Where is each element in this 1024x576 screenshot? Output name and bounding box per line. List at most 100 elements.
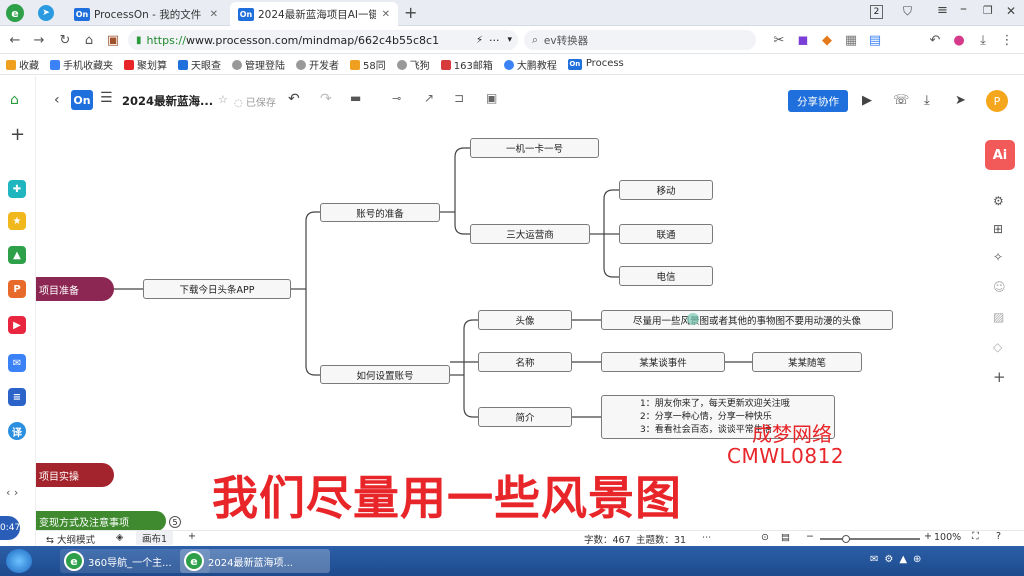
more-icon[interactable]: ⋯ [702, 532, 712, 543]
close-icon[interactable]: ✕ [381, 8, 390, 20]
favorite-icon[interactable]: ☆ [218, 93, 228, 106]
tab-active-mindmap[interactable]: On 2024最新蓝海项目AI一键生成 ✕ [230, 2, 398, 26]
shirt-icon[interactable]: ⛉ [903, 4, 913, 18]
zoom-out-icon[interactable]: − [806, 531, 814, 542]
frame-icon[interactable]: ▣ [486, 91, 498, 105]
root-node-monetization[interactable]: 变现方式及注意事项 [36, 511, 166, 531]
tag-icon[interactable]: ◇ [993, 340, 1003, 354]
close-icon[interactable]: ✕ [209, 8, 218, 20]
home-icon[interactable]: ⌂ [10, 92, 19, 108]
node-name[interactable]: 名称 [478, 352, 572, 372]
forward-icon[interactable]: → [33, 32, 45, 48]
summary-icon[interactable]: ⊐ [454, 91, 465, 105]
bookmark-item[interactable]: 手机收藏夹 [50, 57, 113, 72]
doc-title[interactable]: 2024最新蓝海... [122, 94, 214, 108]
taskbar-item-mindmap[interactable]: e 2024最新蓝海项... [180, 549, 330, 573]
close-window-icon[interactable]: ✕ [1006, 4, 1017, 18]
present-icon[interactable]: ▶ [862, 93, 872, 108]
undo-icon[interactable]: ↶ [288, 91, 300, 107]
node-carrier-mobile[interactable]: 移动 [619, 180, 713, 200]
pdf-icon[interactable]: P [8, 280, 26, 298]
magic-icon[interactable]: ✧ [993, 250, 1004, 264]
root-node-project-prep[interactable]: 项目准备 [36, 277, 114, 301]
lightning-icon[interactable]: ⚡ [475, 34, 483, 46]
redo-icon[interactable]: ↷ [320, 91, 332, 107]
url-input[interactable]: ▮ https:// www.processon.com/mindmap/662… [128, 30, 518, 50]
mail-icon[interactable]: ✉ [8, 354, 26, 372]
locate-icon[interactable]: ⊙ [761, 532, 769, 543]
scissors-icon[interactable]: ✂ [773, 32, 785, 48]
grid-icon[interactable]: ▦ [844, 32, 858, 48]
extension-icon[interactable]: ◼ [797, 32, 809, 48]
node-carrier-unicom[interactable]: 联通 [619, 224, 713, 244]
tab-counter-badge[interactable]: 2 [870, 5, 883, 19]
add-canvas-icon[interactable]: + [188, 531, 196, 542]
app-icon-1[interactable]: ✚ [8, 180, 26, 198]
node-download-app[interactable]: 下载今日头条APP [143, 279, 291, 299]
bookmark-item[interactable]: 聚划算 [124, 57, 167, 72]
node-intro-examples[interactable]: 1：朋友你来了，每天更新欢迎关注哦 2：分享一种心情，分享一种快乐 3：看看社会… [601, 395, 835, 439]
add-icon[interactable]: + [993, 368, 1006, 386]
bookmark-item[interactable]: 大鹏教程 [503, 57, 557, 72]
node-account-prep[interactable]: 账号的准备 [320, 203, 440, 222]
menu-icon[interactable]: ≡ [937, 3, 948, 18]
more-icon[interactable]: ··· [488, 33, 500, 47]
collapse-left-icon[interactable]: ‹ › [6, 486, 19, 499]
fullscreen-icon[interactable]: ⛶ [972, 531, 979, 542]
insert-subtopic-icon[interactable]: ⊸ [392, 92, 402, 105]
root-node-project-practice[interactable]: 项目实操 [36, 463, 114, 487]
bookmark-item[interactable]: 管理登陆 [232, 57, 285, 72]
relation-icon[interactable]: ↗ [424, 91, 435, 105]
send-icon[interactable]: ➤ [955, 93, 966, 108]
bookmark-item[interactable]: 天眼查 [178, 57, 221, 72]
tab-processon-files[interactable]: On ProcessOn - 我的文件 ✕ [66, 2, 226, 26]
node-account-setup[interactable]: 如何设置账号 [320, 365, 450, 384]
node-name-example-2[interactable]: 某某随笔 [752, 352, 862, 372]
zoom-slider[interactable] [820, 535, 920, 543]
bookmark-item[interactable]: 58同 [350, 57, 386, 72]
node-avatar[interactable]: 头像 [478, 310, 572, 330]
back-icon[interactable]: ← [9, 32, 21, 48]
node-carrier-telecom[interactable]: 电信 [619, 266, 713, 286]
profile-icon[interactable]: ● [953, 32, 965, 48]
phone-icon[interactable]: ☏ [893, 93, 910, 108]
tray-icons[interactable]: ✉⚙▲⊕ [870, 554, 928, 565]
zoom-in-icon[interactable]: + [924, 531, 932, 542]
search-input[interactable]: ⌕ ev转换器 [524, 30, 756, 50]
map-icon[interactable]: ▤ [781, 532, 790, 543]
document-icon[interactable]: ≡ [8, 388, 26, 406]
fox-icon[interactable]: ◆ [822, 32, 832, 48]
browser-logo-icon[interactable]: e [6, 4, 24, 22]
star-icon[interactable]: ★ [8, 212, 26, 230]
zoom-slider-handle[interactable] [842, 535, 850, 543]
ai-button[interactable]: Ai [985, 140, 1015, 170]
app-logo[interactable]: On [71, 90, 93, 110]
image-icon[interactable]: ▨ [993, 310, 1005, 324]
start-button[interactable] [6, 549, 32, 573]
outline-mode-button[interactable]: ⇆ 大纲模式 [46, 535, 96, 546]
back-icon[interactable]: ‹ [54, 92, 60, 108]
node-name-example-1[interactable]: 某某谈事件 [601, 352, 725, 372]
layers-icon[interactable]: ◈ [116, 532, 124, 543]
node-intro[interactable]: 简介 [478, 407, 572, 427]
add-icon[interactable]: + [10, 124, 26, 145]
node-avatar-tip[interactable]: 尽量用一些风景图或者其他的事物图不要用动漫的头像 [601, 310, 893, 330]
bookmark-item[interactable]: 飞狗 [396, 57, 430, 72]
menu-more-icon[interactable]: ⋮ [1000, 32, 1014, 48]
restore-icon[interactable]: ❐ [983, 4, 993, 17]
reload-icon[interactable]: ↻ [59, 32, 71, 48]
bookmark-item[interactable]: 开发者 [296, 57, 339, 72]
home-icon[interactable]: ⌂ [84, 32, 94, 48]
new-tab-button[interactable]: + [404, 3, 418, 22]
dropdown-icon[interactable]: ▾ [507, 35, 512, 45]
download-icon[interactable]: ⤓ [980, 32, 986, 48]
video-icon[interactable]: ▶ [8, 316, 26, 334]
image-icon[interactable]: ▤ [868, 32, 882, 48]
canvas-tab[interactable]: 画布1 [136, 531, 174, 545]
bookmark-item[interactable]: 163邮箱 [440, 57, 493, 72]
zoom-level[interactable]: 100% [934, 532, 962, 543]
help-icon[interactable]: ? [996, 531, 1002, 542]
download-icon[interactable]: ⤓ [924, 93, 930, 108]
node-one-device[interactable]: 一机一卡一号 [470, 138, 599, 158]
